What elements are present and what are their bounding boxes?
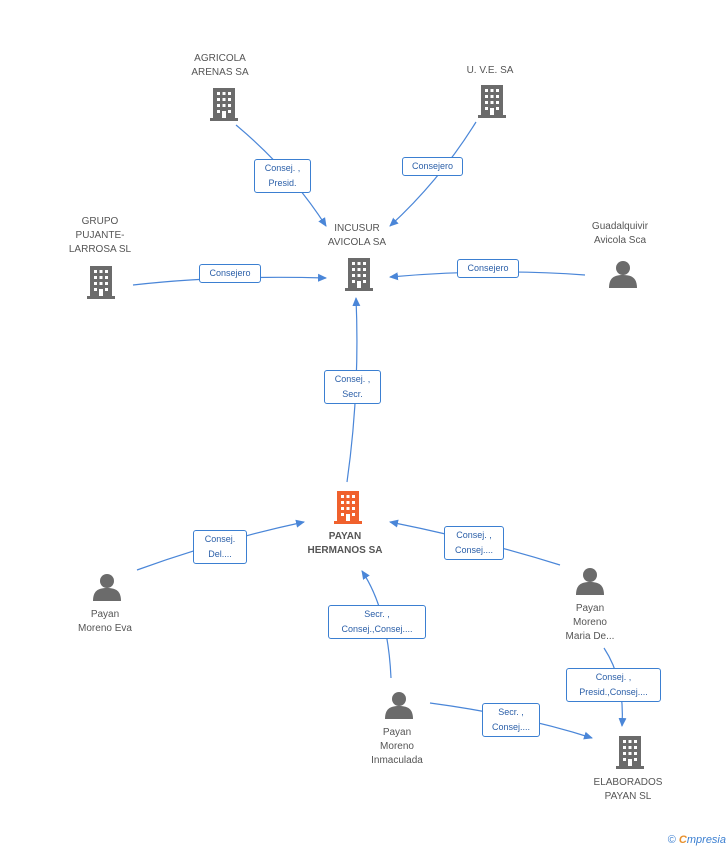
- edge-label-maria-elaborados[interactable]: Consej. , Presid.,Consej....: [566, 668, 661, 702]
- node-label-elaborados[interactable]: ELABORADOS PAYAN SL: [593, 777, 663, 802]
- node-label-payan-inmaculada[interactable]: Payan Moreno Inmaculada: [371, 727, 423, 766]
- agricola-building-icon[interactable]: [210, 88, 238, 121]
- edge-label-grupo-incusur[interactable]: Consejero: [199, 264, 261, 283]
- uve-building-icon[interactable]: [478, 85, 506, 118]
- node-label-payan-maria[interactable]: Payan Moreno Maria De...: [565, 603, 615, 642]
- edge-label-maria-payanhermanos[interactable]: Consej. , Consej....: [444, 526, 504, 560]
- edge-label-inmaculada-elaborados[interactable]: Secr. , Consej....: [482, 703, 540, 737]
- payanhermanos-building-icon[interactable]: [334, 491, 362, 524]
- edge-label-guadalquivir-incusur[interactable]: Consejero: [457, 259, 519, 278]
- node-label-grupo[interactable]: GRUPO PUJANTE- LARROSA SL: [68, 216, 132, 255]
- brand-footer: © Cmpresia: [668, 834, 726, 846]
- incusur-building-icon[interactable]: [345, 258, 373, 291]
- eva-person-icon[interactable]: [93, 574, 121, 601]
- guadalquivir-person-icon[interactable]: [609, 261, 637, 288]
- edge-label-uve-incusur[interactable]: Consejero: [402, 157, 463, 176]
- edge-uve-incusur: [389, 121, 477, 227]
- node-label-payan-eva[interactable]: Payan Moreno Eva: [78, 609, 132, 634]
- edge-label-payanhermanos-incusur[interactable]: Consej. , Secr.: [324, 370, 381, 404]
- edge-label-inmaculada-payanhermanos[interactable]: Secr. , Consej.,Consej....: [328, 605, 426, 639]
- brand-logo-initial: C: [678, 834, 687, 846]
- copyright-icon: ©: [667, 834, 676, 846]
- inmaculada-person-icon[interactable]: [385, 692, 413, 719]
- elaborados-building-icon[interactable]: [616, 736, 644, 769]
- node-label-guadalquivir[interactable]: Guadalquivir Avicola Sca: [591, 221, 649, 246]
- edge-label-eva-payanhermanos[interactable]: Consej. Del....: [193, 530, 247, 564]
- node-label-agricola[interactable]: AGRICOLA ARENAS SA: [191, 53, 249, 78]
- brand-logo-text: mpresia: [686, 834, 726, 846]
- node-label-payan-hermanos[interactable]: PAYAN HERMANOS SA: [307, 531, 383, 556]
- grupo-building-icon[interactable]: [87, 266, 115, 299]
- edge-label-agricola-incusur[interactable]: Consej. , Presid.: [254, 159, 311, 193]
- node-label-uve[interactable]: U. V.E. SA: [466, 65, 514, 76]
- maria-person-icon[interactable]: [576, 568, 604, 595]
- node-label-incusur[interactable]: INCUSUR AVICOLA SA: [327, 223, 387, 248]
